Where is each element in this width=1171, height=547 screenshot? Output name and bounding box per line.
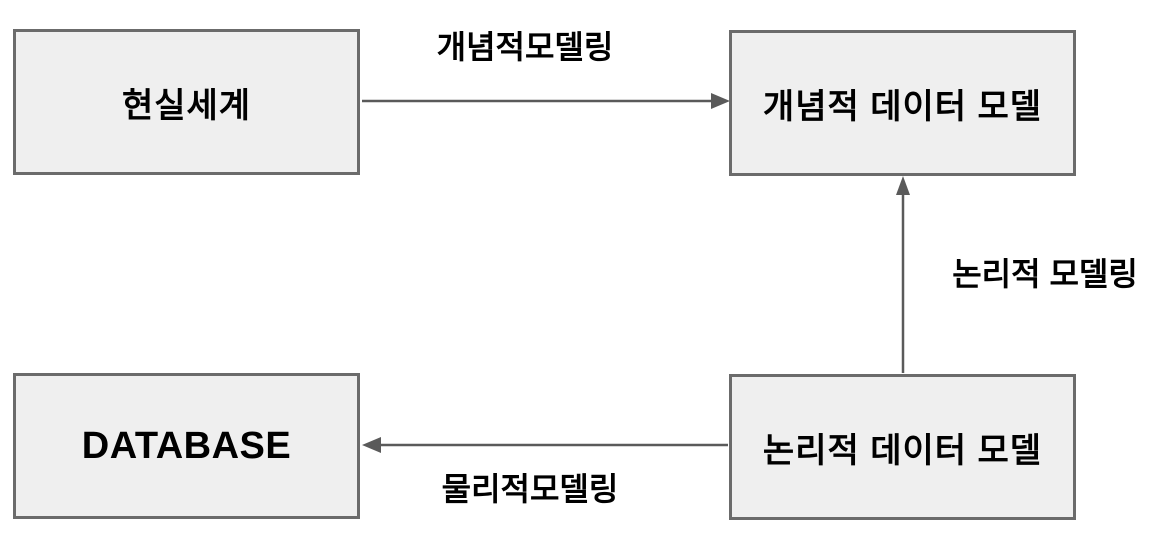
box-real-world-label: 현실세계 bbox=[121, 86, 252, 125]
arrow-logical-modeling bbox=[896, 176, 910, 373]
label-conceptual-modeling: 개념적모델링 bbox=[436, 29, 614, 65]
box-conceptual-data-model: 개념적 데이터 모델 bbox=[729, 30, 1076, 176]
box-conceptual-data-model-label: 개념적 데이터 모델 bbox=[762, 87, 1043, 126]
arrowhead-up-icon bbox=[896, 176, 910, 195]
label-logical-modeling: 논리적 모델링 bbox=[952, 256, 1138, 292]
box-database-label: DATABASE bbox=[81, 424, 292, 467]
arrowhead-right-icon bbox=[711, 93, 730, 109]
box-logical-data-model-label: 논리적 데이터 모델 bbox=[762, 431, 1043, 470]
arrow-physical-modeling bbox=[362, 437, 728, 453]
label-physical-modeling: 물리적모델링 bbox=[441, 471, 619, 507]
arrow-conceptual-modeling bbox=[362, 93, 730, 109]
box-logical-data-model: 논리적 데이터 모델 bbox=[729, 374, 1076, 520]
arrowhead-left-icon bbox=[362, 437, 381, 453]
box-real-world: 현실세계 bbox=[13, 29, 360, 175]
box-database: DATABASE bbox=[13, 373, 360, 519]
